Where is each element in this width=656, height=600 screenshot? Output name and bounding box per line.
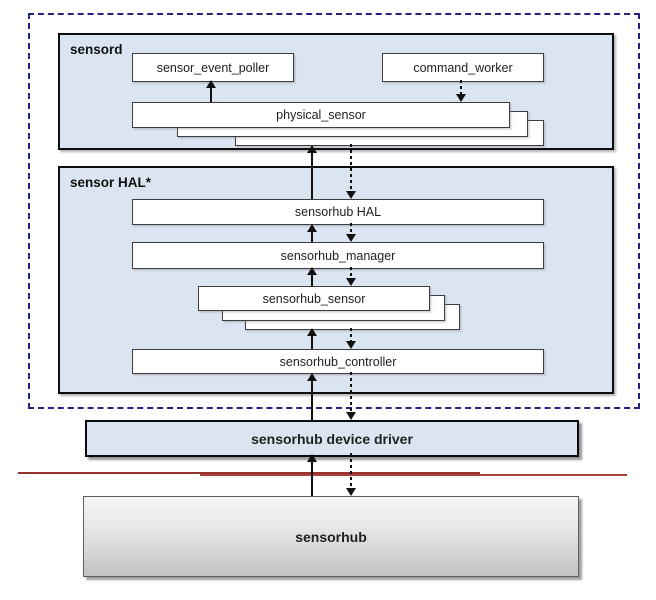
arrow-line — [210, 86, 212, 102]
arrow-line — [350, 453, 352, 490]
arrow-line — [311, 273, 313, 286]
arrowhead-down-icon — [346, 488, 356, 496]
arrowhead-up-icon — [307, 454, 317, 462]
node-sensorhub-sensor: sensorhub_sensor — [198, 286, 430, 311]
kernel-hardware-separator-line — [18, 472, 480, 474]
arrowhead-up-icon — [307, 267, 317, 275]
arrow-solid-up-hal-to-physical — [307, 145, 317, 199]
kernel-hardware-separator-line-2 — [200, 474, 627, 476]
arrowhead-down-icon — [346, 412, 356, 420]
node-sensorhub-sensor-label: sensorhub_sensor — [262, 291, 366, 306]
arrow-line — [311, 460, 313, 496]
arrow-line — [311, 379, 313, 420]
arrow-line — [350, 144, 352, 193]
arrow-line — [311, 230, 313, 242]
arrowhead-up-icon — [206, 80, 216, 88]
arrowhead-down-icon — [456, 94, 466, 102]
node-sensor-event-poller-label: sensor_event_poller — [156, 60, 270, 75]
arrow-solid-up-physical-to-poller — [206, 80, 216, 102]
arrow-solid-up-controller-to-sensor — [307, 328, 317, 349]
group-sensor-hal-label: sensor HAL* — [70, 175, 152, 190]
arrow-line — [350, 267, 352, 280]
group-sensord-label: sensord — [70, 42, 123, 57]
arrow-line — [311, 334, 313, 349]
arrow-line — [311, 151, 313, 199]
node-sensorhub-device-driver-label: sensorhub device driver — [251, 430, 413, 447]
arrowhead-down-icon — [346, 234, 356, 242]
node-sensorhub-hal: sensorhub HAL — [132, 199, 544, 225]
node-sensorhub-device-driver: sensorhub device driver — [85, 420, 579, 457]
arrow-dashed-down-controller-to-driver — [346, 372, 356, 420]
arrow-line — [350, 223, 352, 236]
node-command-worker: command_worker — [382, 53, 544, 82]
node-physical-sensor-label: physical_sensor — [276, 108, 366, 122]
arrow-line — [460, 80, 462, 96]
arrow-dashed-down-driver-to-hw — [346, 453, 356, 496]
node-sensorhub-hardware-label: sensorhub — [295, 528, 367, 545]
arrow-solid-up-sensor-to-manager — [307, 267, 317, 286]
arrowhead-up-icon — [307, 373, 317, 381]
arrow-dashed-down-hal-to-manager — [346, 223, 356, 242]
node-sensorhub-manager-label: sensorhub_manager — [280, 248, 396, 263]
arrow-dashed-down-command-to-physical — [456, 80, 466, 102]
node-sensorhub-controller: sensorhub_controller — [132, 349, 544, 374]
arrow-line — [350, 372, 352, 414]
arrow-dashed-down-sensor-to-controller — [346, 328, 356, 349]
node-sensorhub-hardware: sensorhub — [83, 496, 579, 577]
node-command-worker-label: command_worker — [413, 60, 513, 75]
node-sensorhub-hal-label: sensorhub HAL — [294, 205, 382, 219]
arrowhead-down-icon — [346, 278, 356, 286]
arrow-dashed-down-manager-to-sensor — [346, 267, 356, 286]
arrowhead-up-icon — [307, 224, 317, 232]
arrow-dashed-down-physical-to-hal — [346, 144, 356, 199]
arrow-solid-up-hw-to-driver — [307, 454, 317, 496]
arrowhead-down-icon — [346, 191, 356, 199]
arrowhead-down-icon — [346, 341, 356, 349]
arrowhead-up-icon — [307, 145, 317, 153]
node-sensorhub-manager: sensorhub_manager — [132, 242, 544, 269]
node-sensor-event-poller: sensor_event_poller — [132, 53, 294, 82]
arrow-solid-up-driver-to-controller — [307, 373, 317, 420]
arrow-solid-up-manager-to-hal — [307, 224, 317, 242]
node-physical-sensor: physical_sensor — [132, 102, 510, 128]
arrow-line — [350, 328, 352, 343]
arrowhead-up-icon — [307, 328, 317, 336]
node-sensorhub-controller-label: sensorhub_controller — [279, 354, 397, 369]
